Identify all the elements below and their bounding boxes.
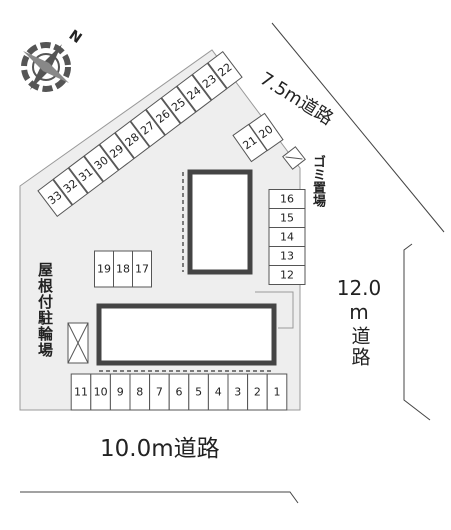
parking-space-5: 5 — [188, 373, 209, 411]
road-edge-northeast — [271, 22, 445, 233]
parking-space-28: 28 — [114, 120, 150, 159]
parking-space-9: 9 — [109, 373, 131, 411]
road-east-label: 12.0 m 道路 — [333, 278, 385, 368]
compass-north-label: N — [66, 27, 85, 47]
parking-space-6: 6 — [168, 373, 190, 411]
parking-space-14: 14 — [268, 227, 306, 247]
parking-space-3: 3 — [227, 373, 249, 411]
parking-space-33: 33 — [37, 178, 73, 218]
parking-space-2: 2 — [247, 373, 268, 411]
bike-box-cross-b — [67, 322, 89, 364]
bike-parking-label: 屋根付駐輪場 — [36, 262, 54, 358]
parking-space-20: 20 — [248, 112, 284, 152]
trash-area-label: ゴミ置場 — [310, 155, 325, 207]
parking-number: 15 — [280, 212, 294, 225]
parking-space-32: 32 — [52, 167, 89, 206]
parking-space-19: 19 — [94, 250, 114, 288]
trash-box-diag — [285, 156, 303, 160]
parking-space-7: 7 — [149, 373, 170, 411]
parking-space-17: 17 — [132, 250, 152, 288]
parking-number: 1 — [274, 386, 281, 399]
parking-space-23: 23 — [191, 62, 228, 101]
parking-number: 14 — [280, 231, 294, 244]
parking-number: 18 — [116, 263, 130, 276]
parking-space-29: 29 — [99, 132, 135, 171]
compass-rose-icon — [21, 42, 71, 92]
parking-number: 13 — [280, 250, 294, 263]
parking-space-8: 8 — [129, 373, 151, 411]
parking-space-22: 22 — [207, 50, 243, 90]
parking-number: 11 — [74, 386, 88, 399]
parking-space-15: 15 — [268, 208, 306, 228]
parking-number: 6 — [176, 386, 183, 399]
road-east-unit: m — [349, 300, 369, 324]
parking-number: 4 — [215, 386, 222, 399]
driveway — [255, 291, 294, 329]
parking-number: 16 — [280, 193, 294, 206]
building-north — [187, 169, 253, 275]
parking-number: 12 — [280, 269, 294, 282]
parking-number: 5 — [195, 386, 202, 399]
parking-space-27: 27 — [130, 109, 166, 148]
parking-space-31: 31 — [68, 155, 104, 194]
parking-space-21: 21 — [232, 123, 268, 163]
parking-space-4: 4 — [207, 373, 229, 411]
parking-space-30: 30 — [83, 144, 120, 183]
road-south-label: 10.0m道路 — [100, 436, 220, 462]
parking-number: 7 — [156, 386, 163, 399]
parking-space-10: 10 — [90, 373, 111, 411]
parking-number: 2 — [254, 386, 261, 399]
parking-number: 17 — [135, 263, 149, 276]
parking-space-13: 13 — [268, 246, 306, 266]
parking-space-1: 1 — [266, 373, 288, 411]
road-edge-south — [20, 491, 299, 504]
building-south — [96, 303, 277, 366]
parking-number: 19 — [97, 263, 111, 276]
road-east-word: 道路 — [348, 326, 371, 368]
parking-space-25: 25 — [160, 85, 197, 124]
parking-space-16: 16 — [268, 189, 306, 209]
parking-space-24: 24 — [176, 74, 212, 113]
parking-number: 9 — [117, 386, 124, 399]
road-east-width: 12.0 — [336, 276, 382, 300]
parking-number: 8 — [136, 386, 143, 399]
parking-space-11: 11 — [70, 373, 92, 411]
parking-space-26: 26 — [145, 97, 181, 136]
road-edge-east — [403, 243, 431, 421]
parking-space-18: 18 — [113, 250, 133, 288]
parking-number: 10 — [94, 386, 108, 399]
parking-space-12: 12 — [268, 265, 306, 285]
parking-number: 3 — [234, 386, 241, 399]
